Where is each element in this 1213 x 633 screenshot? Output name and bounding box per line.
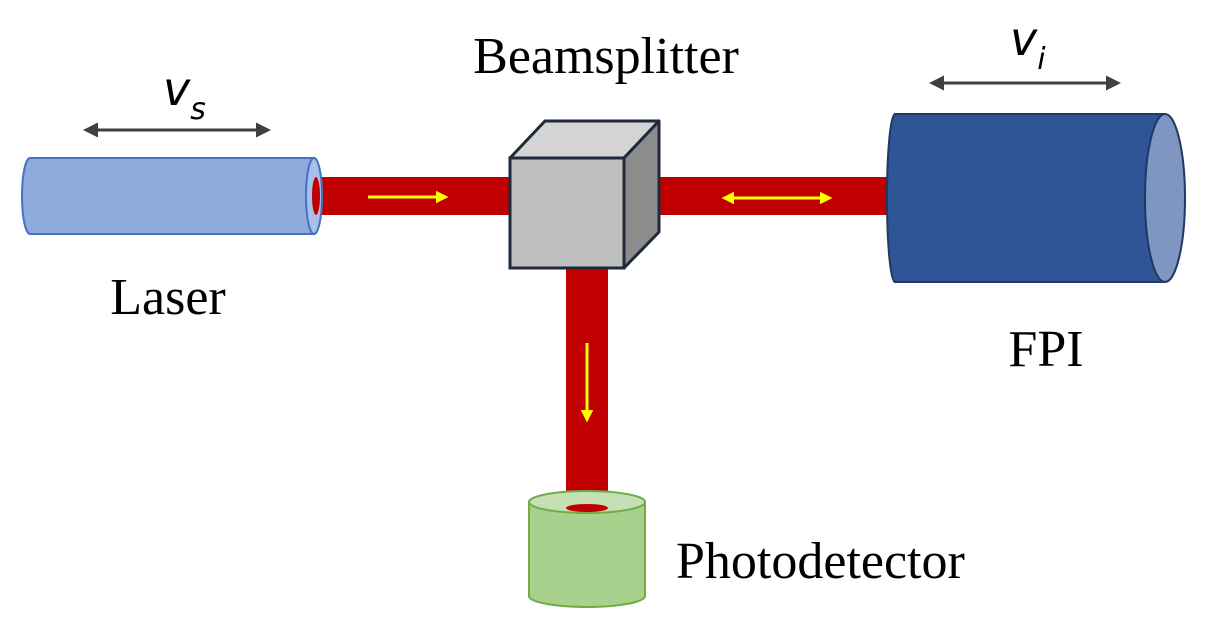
- laser-velocity-subscript: s: [190, 92, 206, 127]
- detector-body-cover: [530, 560, 644, 596]
- fpi-velocity-base: v: [1010, 12, 1038, 66]
- fpi-velocity-subscript: i: [1037, 42, 1046, 77]
- fpi-body-cover: [895, 115, 925, 281]
- fpi: [886, 113, 1186, 283]
- laser-velocity-base: v: [163, 62, 191, 116]
- beamsplitter-label: Beamsplitter: [473, 28, 739, 85]
- laser: [21, 157, 323, 235]
- fpi-label: FPI: [1008, 321, 1083, 378]
- detector-top: [528, 490, 646, 514]
- laser-label: Laser: [110, 269, 225, 326]
- detector-beam-hit: [566, 504, 608, 512]
- photodetector-label: Photodetector: [676, 533, 965, 590]
- fpi-face: [1144, 113, 1186, 283]
- beam-splitter-to-fpi: [640, 177, 895, 215]
- laser-body: [29, 157, 315, 235]
- fpi-body: [894, 113, 1166, 283]
- laser-velocity-symbol: vs: [163, 62, 206, 127]
- cube-front-face: [508, 156, 626, 270]
- fpi-velocity-symbol: vi: [1010, 12, 1046, 77]
- beamsplitter-cube: [508, 119, 661, 270]
- laser-body-cover: [30, 159, 60, 233]
- photodetector: [528, 490, 646, 608]
- laser-beam-exit: [312, 177, 320, 215]
